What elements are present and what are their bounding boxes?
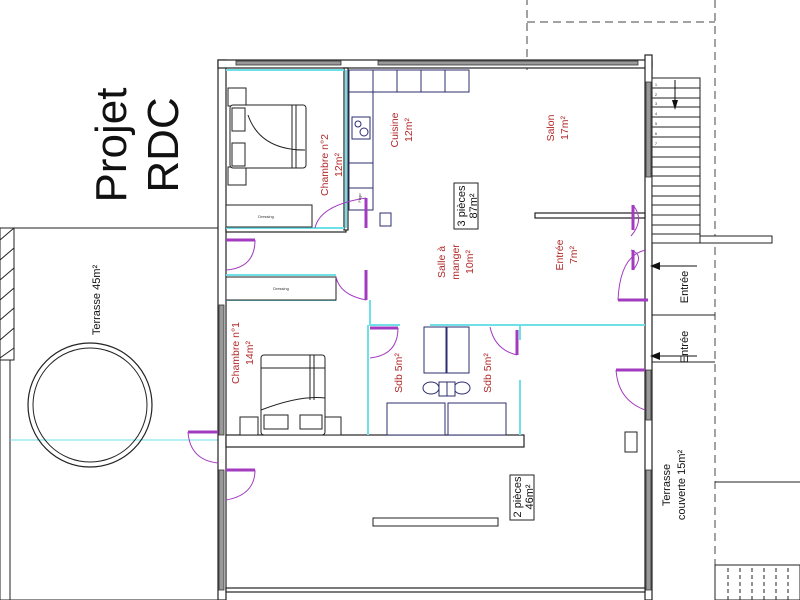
stair-step-7: 7 bbox=[655, 141, 658, 146]
stair-step-1: 1 bbox=[655, 82, 658, 87]
unit-t2-badge: 2 pièces 46m² bbox=[509, 474, 536, 521]
entrance-arrow-icon bbox=[650, 262, 660, 270]
kitchen-counter bbox=[348, 69, 470, 227]
label-terrasse-couverte-1: Terrasse bbox=[661, 464, 673, 506]
unit-t2-line2: 46m² bbox=[524, 484, 536, 509]
label-terrasse-couverte-2: couverte 15m² bbox=[676, 450, 688, 521]
bathroom-fixtures bbox=[386, 326, 507, 436]
pool bbox=[27, 342, 153, 468]
stair-step-6: 6 bbox=[655, 131, 658, 136]
title-projet: Projet bbox=[87, 88, 136, 203]
label-salle-name1: Salle à bbox=[436, 246, 448, 278]
property-boundary bbox=[526, 0, 716, 600]
label-sdb2: Sdb 5m² bbox=[482, 353, 494, 393]
title-rdc: RDC bbox=[139, 97, 188, 192]
label-entree-1: Entrée bbox=[679, 271, 691, 303]
staircase[interactable] bbox=[651, 77, 773, 244]
bed-chambre2 bbox=[227, 87, 307, 186]
house-walls bbox=[217, 54, 653, 600]
dressing-1 bbox=[225, 204, 313, 228]
label-entree-2: Entrée bbox=[679, 331, 691, 363]
label-entree-area: 7m² bbox=[568, 245, 580, 264]
stair-step-5: 5 bbox=[655, 121, 658, 126]
fridge-label: Frigo bbox=[357, 193, 362, 203]
right-exterior bbox=[650, 262, 800, 600]
entrance-arrow-icon bbox=[650, 352, 660, 360]
label-salon-area: 17m² bbox=[559, 116, 571, 140]
stair-step-3: 3 bbox=[655, 101, 658, 106]
pillar bbox=[624, 431, 638, 453]
dressing-2-label: Dressing bbox=[273, 286, 289, 291]
bed-chambre1 bbox=[239, 354, 342, 436]
label-salle-area: 10m² bbox=[464, 250, 476, 274]
partition-wall bbox=[372, 517, 499, 527]
label-cuisine-name: Cuisine bbox=[389, 112, 401, 147]
stair-step-2: 2 bbox=[655, 92, 658, 97]
label-chambre1-name: Chambre n°1 bbox=[230, 322, 242, 384]
label-chambre2-name: Chambre n°2 bbox=[319, 134, 331, 196]
dressing-1-label: Dressing bbox=[258, 214, 274, 219]
dressing-2 bbox=[225, 276, 337, 301]
label-salon-name: Salon bbox=[545, 114, 557, 141]
label-chambre1-area: 14m² bbox=[244, 341, 256, 365]
label-terrasse: Terrasse 45m² bbox=[91, 265, 103, 336]
unit-t3-line2: 87m² bbox=[468, 193, 480, 218]
label-cuisine-area: 12m² bbox=[403, 118, 415, 142]
unit-t3-line1: 3 pièces bbox=[456, 185, 468, 226]
stair-step-4: 4 bbox=[655, 111, 658, 116]
unit-t3-badge: 3 pièces 87m² bbox=[453, 182, 480, 230]
label-salle-name2: manger bbox=[450, 244, 462, 280]
label-sdb1: Sdb 5m² bbox=[393, 353, 405, 393]
doors[interactable] bbox=[187, 197, 648, 501]
label-entree-name: Entrée bbox=[554, 239, 566, 270]
terrace-left bbox=[0, 227, 219, 600]
label-chambre2-area: 12m² bbox=[333, 153, 345, 177]
unit-t2-line1: 2 pièces bbox=[512, 476, 524, 517]
